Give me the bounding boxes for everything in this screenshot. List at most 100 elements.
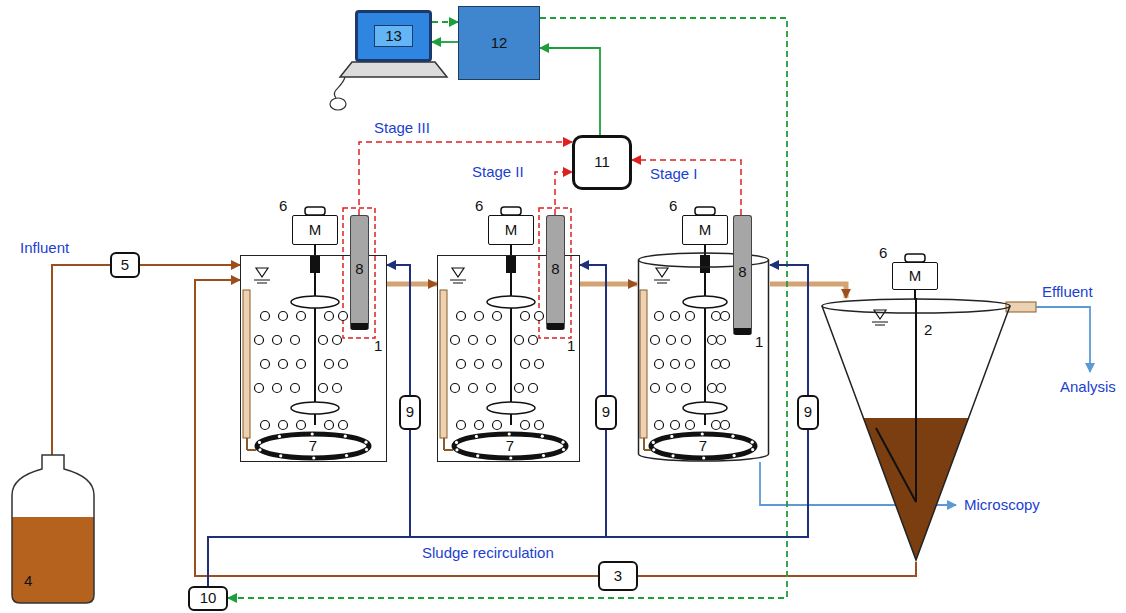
air-bubbles	[255, 312, 730, 430]
air-line	[580, 265, 606, 395]
water-level	[654, 268, 670, 283]
laptop-screen: 13	[355, 10, 432, 62]
probe-frame	[343, 208, 375, 338]
shaft-coupling	[506, 255, 516, 273]
illustration-part	[243, 290, 647, 438]
callout-number: 1	[755, 334, 763, 351]
illustration-part	[257, 434, 755, 458]
air-bubble	[535, 312, 544, 321]
air-tube	[440, 290, 447, 438]
air-bubble	[671, 312, 680, 321]
diffuser-hole	[278, 435, 281, 438]
air-bubble	[457, 360, 466, 369]
illustration-part	[247, 438, 651, 450]
air-bubble	[255, 336, 264, 345]
node-label: 11	[594, 154, 610, 171]
shaft-coupling	[700, 255, 710, 273]
air-bubble	[712, 360, 721, 369]
mouse-cable	[334, 77, 345, 98]
illustration-part	[343, 208, 571, 338]
probe-frame	[539, 208, 571, 338]
air-bubble	[255, 384, 264, 393]
air-bubble	[493, 421, 502, 430]
air-bubble	[333, 384, 342, 393]
ring-diffuser	[454, 434, 566, 458]
overflow-pipe	[387, 282, 437, 287]
air-bubble	[708, 336, 717, 345]
node-label: 9	[602, 404, 610, 421]
impeller	[683, 402, 727, 414]
diffuser-hole	[345, 454, 348, 457]
callout-number: 7	[697, 438, 709, 455]
air-bubble	[721, 421, 730, 430]
air-bubble	[521, 360, 530, 369]
air-bubble	[521, 312, 530, 321]
laptop-base	[340, 62, 447, 77]
air-bubble	[319, 384, 328, 393]
impeller	[487, 402, 535, 414]
diffuser-hole	[670, 435, 673, 438]
node-label: M	[309, 222, 322, 239]
water-level	[254, 268, 270, 283]
diffuser-hole	[509, 456, 512, 459]
air-bubble	[333, 336, 342, 345]
do-probe: 8	[733, 215, 752, 335]
settling-tank-outline	[820, 298, 1012, 562]
diffuser-hole	[541, 435, 544, 438]
stage-label: Stage III	[372, 120, 432, 137]
node-label: 3	[614, 568, 622, 585]
motor-cap	[501, 207, 521, 215]
callout-number: 1	[374, 338, 382, 355]
air-bubble	[686, 421, 695, 430]
tube-foot	[644, 449, 651, 451]
callout-number: 6	[475, 198, 483, 215]
ring-diffuser	[651, 434, 755, 458]
node-label: M	[505, 222, 518, 239]
air-bubble	[667, 384, 676, 393]
air-bubble	[469, 384, 478, 393]
air-bubble	[273, 384, 282, 393]
do-probe: 8	[350, 215, 369, 330]
air-line	[208, 430, 606, 586]
diffuser-hole	[508, 432, 511, 435]
stirrer-motor: 6M	[488, 215, 534, 245]
air-bubble	[682, 336, 691, 345]
diffuser-hole	[476, 454, 479, 457]
stirrer-motor: 6M	[892, 262, 938, 290]
air-bubble	[339, 312, 348, 321]
flow-label: Effluent	[1040, 284, 1095, 301]
sensor-unit: 11	[572, 135, 632, 190]
air-bubble	[279, 312, 288, 321]
tube-foot	[247, 449, 256, 451]
diffuser-hole	[751, 448, 754, 451]
motor-cap	[695, 207, 715, 215]
impeller	[291, 402, 339, 414]
air-line	[208, 430, 410, 586]
air-bubble	[457, 312, 466, 321]
motor-cap	[305, 207, 325, 215]
air-bubble	[717, 384, 726, 393]
illustration-part	[305, 207, 925, 262]
air-bubble	[291, 384, 300, 393]
diffuser-hole	[258, 448, 261, 451]
callout-number: 7	[307, 438, 319, 455]
air-bubble	[339, 360, 348, 369]
callout-number: 6	[879, 245, 887, 262]
influent-line	[52, 265, 110, 455]
air-bubble	[708, 384, 717, 393]
signal-line	[632, 160, 741, 215]
diffuser-hole	[542, 454, 545, 457]
air-bubble	[651, 336, 660, 345]
air-bubble	[515, 336, 524, 345]
sludge-line	[638, 562, 916, 576]
diffuser-hole	[751, 441, 754, 444]
air-bubble	[712, 421, 721, 430]
shaft-coupling	[310, 255, 320, 273]
flow-label: Analysis	[1058, 379, 1118, 396]
diffuser-hole	[312, 456, 315, 459]
air-bubble	[261, 421, 270, 430]
influent-bottle-outline	[10, 455, 96, 605]
diffuser-hole	[279, 454, 282, 457]
diffuser-hole	[731, 435, 734, 438]
